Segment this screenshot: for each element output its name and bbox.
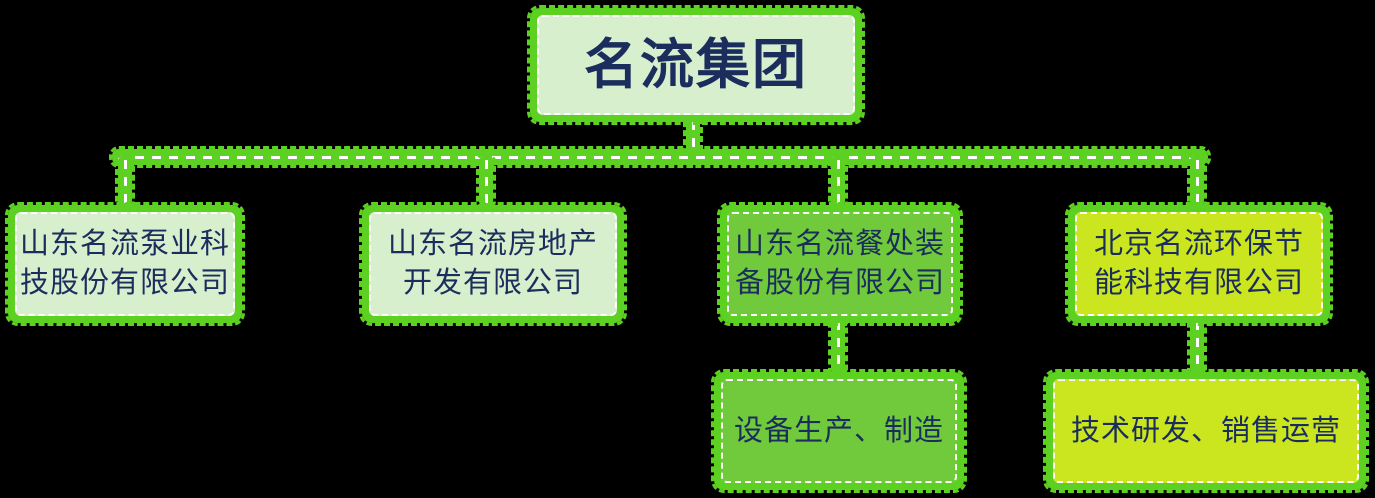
sub-node-3: 设备生产、制造 bbox=[711, 369, 967, 493]
sub-node-3-label: 设备生产、制造 bbox=[733, 414, 944, 447]
root-node-fill: 名流集团 bbox=[537, 15, 855, 115]
child-node-4-label: 北京名流环保节 能科技有限公司 bbox=[1093, 228, 1304, 299]
child-node-3-fill: 山东名流餐处装 备股份有限公司 bbox=[727, 212, 953, 316]
child-node-2: 山东名流房地产 开发有限公司 bbox=[359, 202, 627, 326]
connector-main-bar bbox=[109, 146, 1211, 168]
child-node-4-fill: 北京名流环保节 能科技有限公司 bbox=[1075, 212, 1323, 316]
child-node-1-fill: 山东名流泵业科 技股份有限公司 bbox=[15, 212, 235, 316]
child-node-2-fill: 山东名流房地产 开发有限公司 bbox=[369, 212, 617, 316]
child-node-3-label: 山东名流餐处装 备股份有限公司 bbox=[734, 228, 945, 299]
child-node-1: 山东名流泵业科 技股份有限公司 bbox=[5, 202, 245, 326]
child-node-2-label: 山东名流房地产 开发有限公司 bbox=[387, 228, 598, 299]
root-node-label: 名流集团 bbox=[584, 35, 808, 95]
sub-node-4: 技术研发、销售运营 bbox=[1043, 369, 1369, 493]
connector-drop-child-2 bbox=[476, 152, 496, 211]
connector-drop-child-1 bbox=[115, 152, 135, 211]
connector-drop-child-4 bbox=[1187, 152, 1207, 211]
sub-node-4-label: 技术研发、销售运营 bbox=[1070, 414, 1341, 447]
sub-node-3-fill: 设备生产、制造 bbox=[721, 379, 957, 483]
connector-sub-child-4 bbox=[1187, 313, 1207, 379]
child-node-1-label: 山东名流泵业科 技股份有限公司 bbox=[19, 228, 230, 299]
child-node-3: 山东名流餐处装 备股份有限公司 bbox=[717, 202, 963, 326]
sub-node-4-fill: 技术研发、销售运营 bbox=[1053, 379, 1359, 483]
root-node: 名流集团 bbox=[527, 5, 865, 125]
connector-drop-child-3 bbox=[828, 152, 848, 211]
child-node-4: 北京名流环保节 能科技有限公司 bbox=[1065, 202, 1333, 326]
connector-sub-child-3 bbox=[828, 313, 848, 379]
